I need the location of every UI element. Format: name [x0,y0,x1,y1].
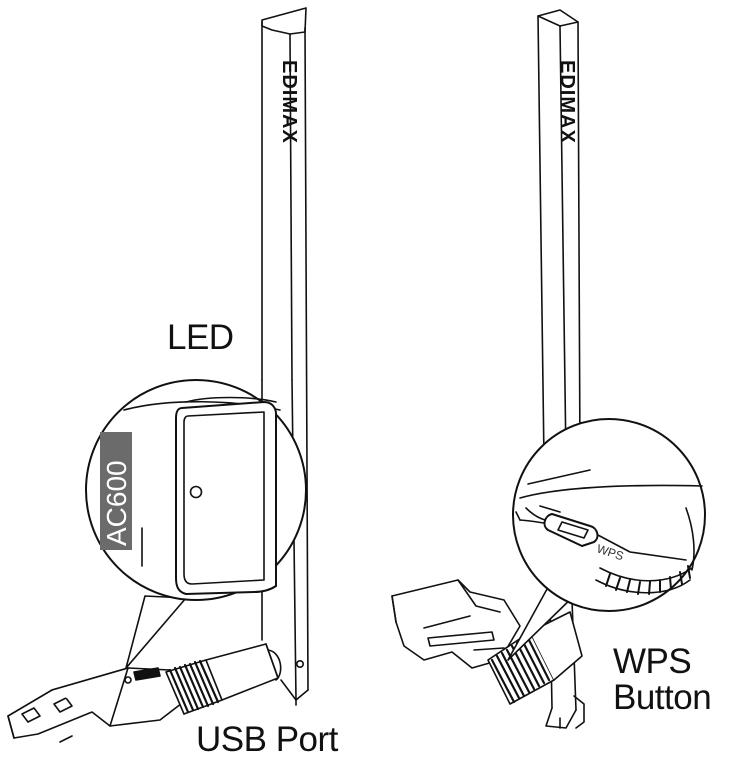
left-knurled-collar [165,659,223,715]
wps-button-label: WPS Button [613,642,712,717]
model-badge-text: AC600 [101,460,132,546]
wps-label-line2: Button [613,678,712,717]
brand-logo-text: EDIMAX [556,60,578,144]
led-label: LED [167,318,234,357]
wps-callout: WPS [507,418,706,661]
brand-logo-text: EDIMAX [278,60,300,144]
right-brand-logo: EDIMAX [556,60,578,144]
left-brand-logo: EDIMAX [278,60,300,144]
led-callout: AC600 [85,379,307,669]
wps-label-line1: WPS [613,642,692,681]
left-usb-body [7,643,282,743]
usb-port-label: USB Port [196,720,338,759]
model-badge [100,432,132,550]
right-usb-body [391,579,583,705]
